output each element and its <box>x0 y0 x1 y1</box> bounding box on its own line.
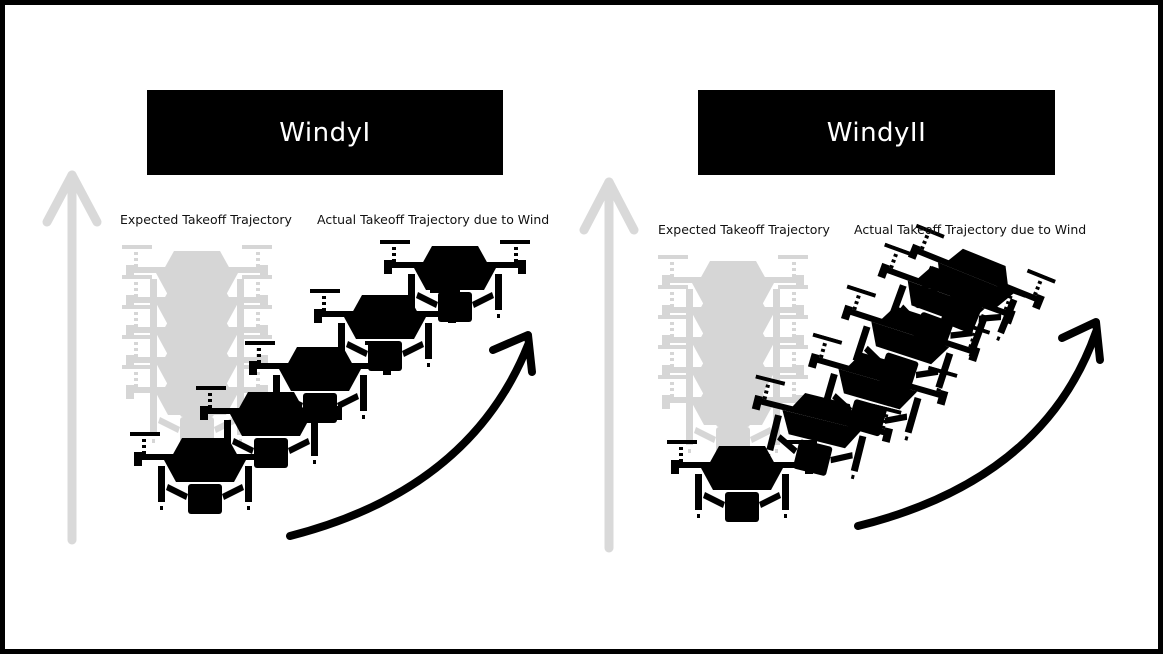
panel-title-text: WindyI <box>279 117 371 148</box>
panel-title-text: WindyII <box>826 117 927 148</box>
up-arrow-icon <box>42 170 102 545</box>
panel-title: WindyII <box>698 90 1055 175</box>
panel-windy-1: WindyI Expected Takeoff Trajectory Actua… <box>0 0 581 654</box>
curved-arrow-icon <box>286 331 536 540</box>
panel-1-artwork <box>42 170 536 545</box>
actual-trajectory-label: Actual Takeoff Trajectory due to Wind <box>854 222 1087 237</box>
expected-trajectory-label: Expected Takeoff Trajectory <box>658 222 830 237</box>
expected-trajectory-label: Expected Takeoff Trajectory <box>120 212 292 227</box>
panel-2-artwork <box>579 177 1104 553</box>
up-arrow-icon <box>579 177 639 553</box>
panel-title: WindyI <box>147 90 503 175</box>
expected-drone-stack <box>658 255 808 457</box>
panel-windy-2: WindyII Expected Takeoff Trajectory Actu… <box>579 0 1163 654</box>
actual-trajectory-label: Actual Takeoff Trajectory due to Wind <box>317 212 550 227</box>
curved-arrow-icon <box>854 318 1104 530</box>
